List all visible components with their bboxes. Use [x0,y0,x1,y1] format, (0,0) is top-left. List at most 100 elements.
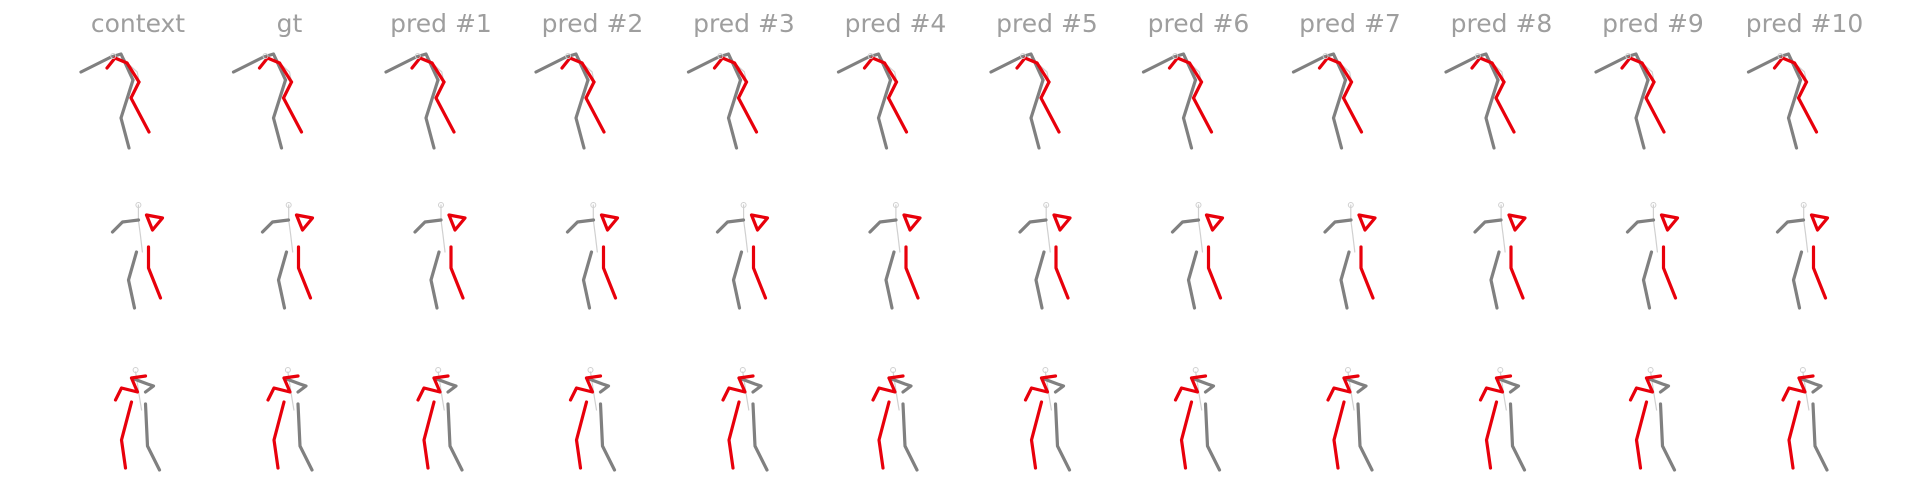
left-limb [1023,374,1058,402]
left-limb [1478,374,1513,402]
right-limb [1356,402,1374,472]
head-marker [1650,202,1657,208]
right-limb [1634,78,1650,150]
left-limb [1781,374,1815,402]
right-limb [143,402,162,472]
spine-line [1045,204,1051,253]
right-limb [1489,250,1501,310]
left-limb [277,61,294,84]
right-limb [429,250,441,310]
left-limb [1628,374,1663,402]
right-limb [1039,376,1066,394]
left-limb [1809,213,1830,232]
column-title: pred #5 [996,9,1098,38]
head-marker [587,367,594,373]
right-limb [1189,376,1216,394]
right-limb [1171,52,1198,82]
left-limb [119,400,134,470]
left-limb [294,213,315,232]
left-limb [1029,400,1044,470]
head-marker [590,202,597,208]
head-marker [414,53,421,59]
head-marker [285,202,292,208]
spine-line [440,204,446,253]
spine-line [1500,204,1506,253]
right-limb [1791,250,1804,310]
right-limb [1018,218,1048,234]
left-limb [1357,213,1377,232]
head-marker [1322,53,1329,59]
left-limb [1494,80,1516,134]
head-marker [1345,367,1351,373]
left-limb [434,80,456,134]
right-limb [564,52,590,82]
right-limb [715,218,746,234]
right-limb [1625,218,1656,234]
head-marker [565,53,572,59]
left-limb [422,400,436,470]
right-limb [868,218,898,234]
head-marker [890,367,897,373]
spine-line [592,204,598,253]
right-limb [109,52,135,82]
right-limb [1624,52,1650,82]
column-title: gt [277,9,303,38]
left-limb [1634,400,1649,470]
right-limb [737,376,763,394]
right-limb [598,402,617,472]
left-limb [732,61,749,84]
right-limb [1473,218,1503,234]
left-limb [1484,400,1499,470]
head-marker [892,202,899,208]
left-limb [721,374,755,402]
head-marker [1777,53,1784,59]
right-limb [1641,250,1654,310]
spine-line [895,204,901,253]
right-limb [901,402,919,472]
right-limb [432,376,458,394]
right-limb [271,78,288,150]
left-limb [1787,400,1801,470]
head-marker [1625,53,1632,59]
right-limb [1019,52,1045,82]
right-limb [261,52,288,82]
left-limb [574,400,589,470]
left-limb [1359,245,1375,300]
head-marker [262,53,269,59]
head-marker [1474,53,1481,59]
right-limb [1339,250,1351,310]
head-marker [1043,202,1050,208]
column-title: pred #3 [693,9,795,38]
right-limb [1776,52,1803,82]
right-limb [1494,376,1521,394]
left-limb [902,213,922,232]
right-limb [119,78,135,150]
right-limb [1034,250,1046,310]
left-limb [125,61,141,84]
right-limb [1342,376,1368,394]
left-limb [1187,61,1204,84]
head-marker [1647,367,1654,373]
right-limb [1141,55,1176,74]
right-limb [1181,78,1198,150]
right-limb [413,218,443,234]
left-limb [146,245,163,300]
right-limb [581,250,594,310]
left-limb [584,80,606,134]
left-limb [601,245,618,300]
right-limb [1775,218,1806,234]
spine-line [137,204,143,253]
head-marker [1498,202,1505,208]
right-limb [884,250,896,310]
left-limb [580,61,596,84]
column-title: pred #2 [542,9,644,38]
right-limb [1644,376,1671,394]
head-marker [1042,367,1049,373]
right-limb [1029,78,1045,150]
left-limb [113,374,148,402]
left-limb [1644,80,1666,134]
left-limb [281,80,304,134]
left-limb [296,245,313,300]
left-limb [1204,213,1225,232]
left-limb [749,213,770,232]
